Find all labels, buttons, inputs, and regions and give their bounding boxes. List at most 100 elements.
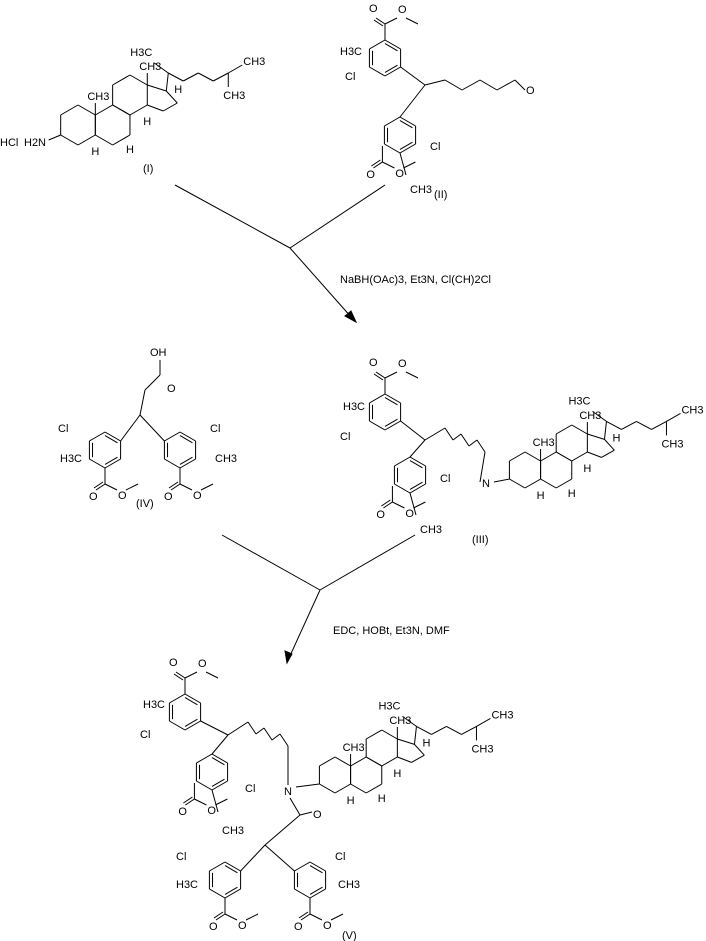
bond [228, 64, 243, 74]
hydrogen-label: H [422, 737, 430, 749]
bond [139, 414, 165, 442]
bond [165, 72, 169, 92]
ester-oxygen-label: O [198, 658, 207, 670]
aromatic-ring-bond [384, 116, 401, 127]
methoxy-label: H3C [340, 46, 362, 58]
steroid-I-bond [129, 104, 148, 116]
bond [215, 913, 226, 921]
steroid-I-bond [60, 104, 79, 116]
bond [375, 17, 386, 25]
bond [168, 481, 179, 489]
aromatic-ring-bond [179, 431, 196, 442]
bond [330, 913, 344, 921]
steroid-III-bond [555, 424, 573, 435]
aromatic-ring-bond [164, 458, 181, 469]
bond [373, 373, 384, 381]
bond [479, 79, 498, 91]
methoxy-label: CH3 [215, 453, 237, 465]
aromatic-double-bond [409, 460, 423, 469]
aromatic-ring-bond [384, 143, 401, 154]
bond [205, 671, 219, 679]
aromatic-ring-bond [409, 456, 426, 467]
bond [476, 439, 486, 453]
bond [424, 79, 446, 86]
bond [179, 483, 193, 491]
hydrogen-label: H [583, 463, 591, 475]
bond [383, 501, 393, 509]
methyl-label: CH3 [533, 437, 555, 449]
chloro-label: Cl [210, 423, 220, 435]
amine-label-III: N [482, 478, 490, 490]
aromatic-ring-bond [89, 431, 106, 442]
hydrogen-label: H [612, 432, 620, 444]
bond [298, 911, 309, 919]
bond [300, 913, 311, 921]
bond [183, 796, 193, 804]
aromatic-ring-bond [196, 753, 213, 764]
chloro-label: Cl [245, 783, 255, 795]
aromatic-double-bond [384, 418, 398, 427]
hydrogen-label: H [393, 768, 401, 780]
methyl-label: CH3 [579, 410, 601, 422]
aromatic-ring-bond [394, 483, 411, 494]
aromatic-ring-bond [184, 693, 201, 704]
methoxy-label: CH3 [420, 524, 442, 536]
aromatic-double-bond [104, 456, 118, 465]
bond [493, 478, 510, 483]
steroid-V-bond [411, 754, 425, 763]
reaction-arrow-1 [174, 184, 386, 324]
aromatic-ring-bond [209, 888, 226, 899]
steroid-V-bond [365, 756, 383, 767]
aromatic-ring-bond [384, 39, 401, 50]
bond [213, 911, 224, 919]
aromatic-ring-bond [89, 458, 106, 469]
aromatic-ring-bond [384, 420, 401, 431]
hydrogen-label: H [174, 84, 182, 96]
ester-oxygen-label: O [369, 357, 378, 369]
aromatic-ring-bond [309, 861, 326, 872]
methyl-label: CH3 [471, 743, 493, 755]
ester-oxygen-label: O [398, 358, 407, 370]
bond [514, 79, 526, 91]
aromatic-double-bond [224, 886, 238, 895]
acid-oxygen-label: O [167, 383, 176, 395]
bond [384, 371, 398, 379]
steroid-I-bond [95, 104, 113, 116]
compound-label-IV: (IV) [136, 498, 154, 510]
bond [373, 19, 384, 27]
aromatic-ring-bond [211, 753, 228, 764]
aromatic-ring-bond [224, 888, 241, 899]
chloro-label: Cl [140, 729, 150, 741]
compound-label-II: (II) [434, 189, 447, 201]
hydrogen-label: H [347, 795, 355, 807]
hydroxyl-label: OH [150, 347, 167, 359]
ester-oxygen-label: O [366, 169, 375, 181]
steroid-I-bond [147, 104, 164, 112]
methyl-label: CH3 [243, 56, 265, 68]
methoxy-label: H3C [176, 879, 198, 891]
methyl-bond [592, 410, 607, 422]
methoxy-label: CH3 [338, 879, 360, 891]
ester-oxygen-label: O [376, 509, 385, 521]
steroid-V-bond [381, 729, 398, 740]
side-chain-methyl-label: H3C [378, 700, 400, 712]
bond [476, 717, 491, 727]
bond [606, 420, 622, 430]
aromatic-double-bond [104, 435, 118, 444]
bond [403, 161, 416, 169]
aromatic-ring-bond [384, 393, 401, 404]
bond [271, 733, 281, 741]
steroid-V-bond [381, 756, 398, 767]
bond [200, 720, 229, 736]
amine-label-I: H2N [24, 137, 46, 149]
steroid-I-bond [147, 84, 167, 92]
bond [173, 673, 184, 681]
aromatic-ring-bond [104, 431, 121, 442]
bond [213, 72, 229, 82]
bond [431, 725, 447, 735]
aromatic-double-bond [184, 697, 198, 706]
bond [120, 414, 141, 442]
bond [381, 499, 391, 507]
steroid-V-bond [334, 783, 351, 794]
